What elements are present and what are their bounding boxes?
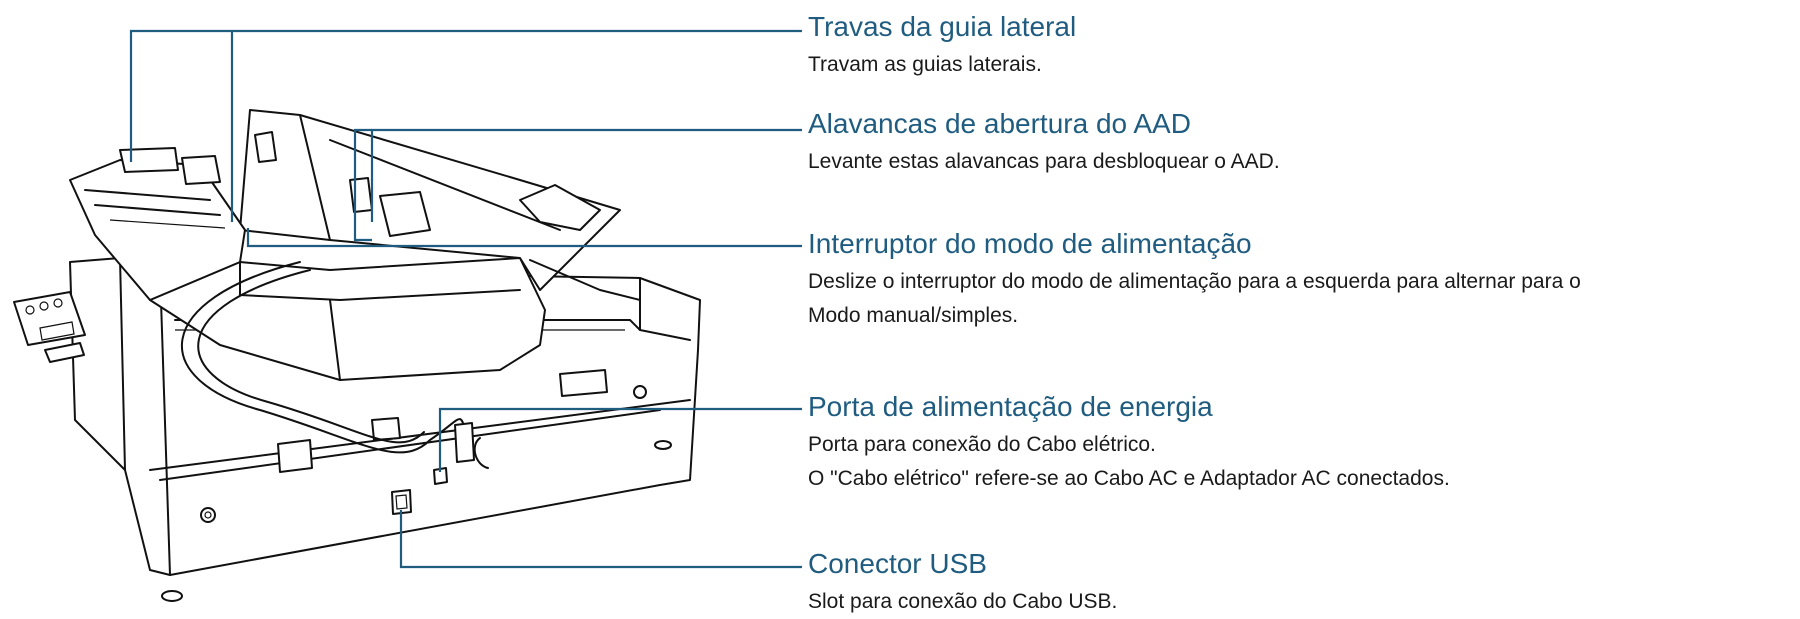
callout-usb-connector: Conector USB Slot para conexão do Cabo U… <box>808 547 1117 619</box>
callout-title: Porta de alimentação de energia <box>808 391 1213 422</box>
callout-description-line: Slot para conexão do Cabo USB. <box>808 590 1118 613</box>
callout-power-port: Porta de alimentação de energia Porta pa… <box>808 390 1450 496</box>
callout-description-line: Levante estas alavancas para desbloquear… <box>808 150 1280 173</box>
callout-description: Porta para conexão do Cabo elétrico. O "… <box>808 428 1450 496</box>
callout-description-line: O "Cabo elétrico" refere-se ao Cabo AC e… <box>808 467 1450 490</box>
callout-description: Travam as guias laterais. <box>808 48 1076 82</box>
callout-title: Conector USB <box>808 548 987 579</box>
scanner-illustration <box>13 109 701 602</box>
callout-side-guide-locks: Travas da guia lateral Travam as guias l… <box>808 10 1076 82</box>
leader-lines <box>129 29 802 569</box>
leader-side-guide-locks <box>129 29 802 162</box>
callout-description-line: Travam as guias laterais. <box>808 53 1042 76</box>
callout-description-line: Deslize o interruptor do modo de aliment… <box>808 270 1581 293</box>
callout-description-line: Modo manual/simples. <box>808 304 1019 327</box>
callout-title: Interruptor do modo de alimentação <box>808 228 1252 259</box>
leader-usb-connector <box>399 510 802 569</box>
callout-title: Alavancas de abertura do AAD <box>808 108 1191 139</box>
callout-description: Slot para conexão do Cabo USB. <box>808 585 1117 619</box>
callout-description: Deslize o interruptor do modo de aliment… <box>808 265 1581 333</box>
callout-adf-release-levers: Alavancas de abertura do AAD Levante est… <box>808 107 1280 179</box>
callout-feed-mode-switch: Interruptor do modo de alimentação Desli… <box>808 227 1581 333</box>
callout-title: Travas da guia lateral <box>808 11 1077 42</box>
callout-description-line: Porta para conexão do Cabo elétrico. <box>808 433 1156 456</box>
leader-power-port <box>438 407 802 472</box>
leader-feed-mode-switch <box>246 228 802 248</box>
callout-description: Levante estas alavancas para desbloquear… <box>808 145 1280 179</box>
